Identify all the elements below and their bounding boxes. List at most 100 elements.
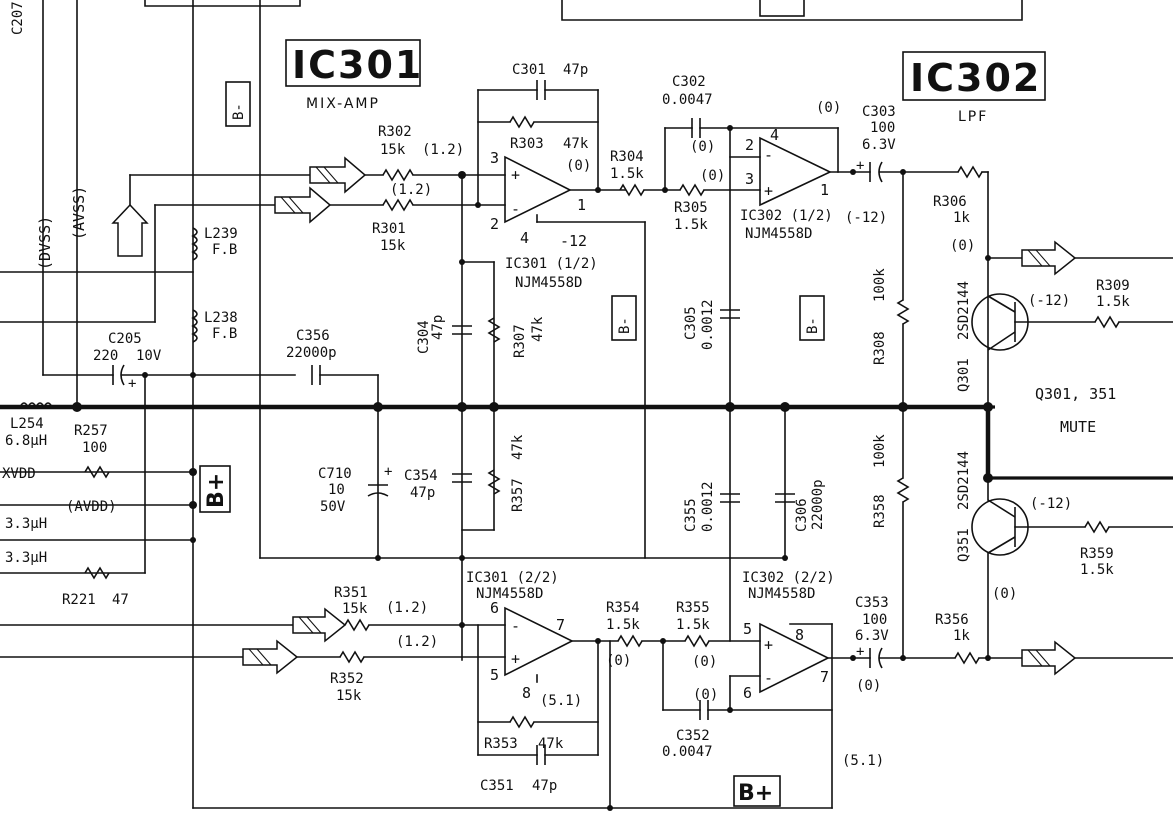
output-arrow-top xyxy=(1021,240,1077,276)
up-arrow-icon xyxy=(111,203,149,257)
svg-text:47: 47 xyxy=(112,592,129,608)
svg-text:(0): (0) xyxy=(700,168,725,184)
svg-text:+: + xyxy=(856,158,864,174)
svg-text:15k: 15k xyxy=(336,688,362,704)
svg-text:-12: -12 xyxy=(560,232,587,250)
svg-text:6.3V: 6.3V xyxy=(855,628,889,644)
svg-text:7: 7 xyxy=(556,616,565,634)
r301-resistor xyxy=(382,198,414,212)
bplus-box-left: B+ xyxy=(199,465,231,513)
svg-text:47k: 47k xyxy=(510,434,526,460)
ic301-title-box xyxy=(285,39,421,87)
r302-resistor xyxy=(382,168,414,182)
svg-text:B+: B+ xyxy=(738,781,773,806)
svg-text:NJM4558D: NJM4558D xyxy=(476,586,543,602)
svg-text:4: 4 xyxy=(520,229,529,247)
ic301-function: MIX-AMP xyxy=(306,96,380,112)
svg-text:R307: R307 xyxy=(512,324,528,358)
svg-text:B+: B+ xyxy=(204,473,229,508)
svg-text:R257: R257 xyxy=(74,423,108,439)
svg-text:R359: R359 xyxy=(1080,546,1114,562)
svg-text:R353: R353 xyxy=(484,736,518,752)
svg-text:R301: R301 xyxy=(372,221,406,237)
svg-text:C356: C356 xyxy=(296,328,330,344)
svg-text:100k: 100k xyxy=(872,434,888,468)
svg-text:C352: C352 xyxy=(676,728,710,744)
svg-text:47k: 47k xyxy=(563,136,589,152)
svg-text:(0): (0) xyxy=(566,158,591,174)
svg-text:-: - xyxy=(764,146,773,164)
svg-text:C304: C304 xyxy=(416,320,432,354)
svg-text:R355: R355 xyxy=(676,600,710,616)
svg-text:F.B: F.B xyxy=(212,326,237,342)
svg-text:100: 100 xyxy=(82,440,107,456)
svg-text:6.8µH: 6.8µH xyxy=(5,433,47,449)
svg-text:100k: 100k xyxy=(872,268,888,302)
svg-text:R302: R302 xyxy=(378,124,412,140)
svg-text:(-12): (-12) xyxy=(845,210,887,226)
svg-text:XVDD: XVDD xyxy=(2,466,36,482)
ic301b-opamp xyxy=(504,606,574,677)
svg-text:C301: C301 xyxy=(512,62,546,78)
svg-text:R357: R357 xyxy=(510,478,526,512)
svg-text:50V: 50V xyxy=(320,499,346,515)
svg-text:(1.2): (1.2) xyxy=(386,600,428,616)
svg-text:1k: 1k xyxy=(953,628,970,644)
svg-text:(5.1): (5.1) xyxy=(842,753,884,769)
top-partial-boxes xyxy=(144,0,1023,21)
svg-text:+: + xyxy=(128,376,136,392)
svg-text:(1.2): (1.2) xyxy=(390,182,432,198)
ic302a-opamp xyxy=(759,136,832,207)
svg-text:C354: C354 xyxy=(404,468,438,484)
mute-text: MUTE xyxy=(1060,418,1096,436)
svg-text:10V: 10V xyxy=(136,348,162,364)
svg-text:R354: R354 xyxy=(606,600,640,616)
svg-text:1k: 1k xyxy=(953,210,970,226)
svg-text:NJM4558D: NJM4558D xyxy=(515,275,582,291)
ic302-title-box xyxy=(902,51,1046,101)
svg-text:2SD2144: 2SD2144 xyxy=(956,281,972,340)
svg-text:15k: 15k xyxy=(380,142,406,158)
svg-text:47p: 47p xyxy=(430,315,446,340)
svg-text:1.5k: 1.5k xyxy=(674,217,708,233)
input-arrow-top1 xyxy=(309,156,367,194)
c207-label: C207 xyxy=(10,1,26,35)
svg-text:-: - xyxy=(511,617,520,635)
svg-text:3: 3 xyxy=(490,149,499,167)
svg-text:0.0047: 0.0047 xyxy=(662,92,713,108)
svg-text:3.3µH: 3.3µH xyxy=(5,550,47,566)
svg-text:6.3V: 6.3V xyxy=(862,137,896,153)
svg-text:100: 100 xyxy=(870,120,895,136)
svg-text:5: 5 xyxy=(743,620,752,638)
svg-text:(0): (0) xyxy=(692,654,717,670)
svg-text:R308: R308 xyxy=(872,331,888,365)
svg-text:1: 1 xyxy=(577,196,586,214)
svg-text:R358: R358 xyxy=(872,494,888,528)
svg-text:220: 220 xyxy=(93,348,118,364)
ic302-function: LPF xyxy=(958,109,988,125)
svg-text:F.B: F.B xyxy=(212,242,237,258)
ground-bus xyxy=(0,404,1173,480)
svg-text:L238: L238 xyxy=(204,310,238,326)
svg-text:B-: B- xyxy=(805,317,821,334)
svg-text:R352: R352 xyxy=(330,671,364,687)
output-arrow-bottom xyxy=(1021,640,1077,676)
svg-text:8: 8 xyxy=(522,684,531,702)
input-arrow-bottom1 xyxy=(292,607,347,643)
svg-text:10: 10 xyxy=(328,482,345,498)
bplus-box-bottom: B+ xyxy=(733,775,781,807)
svg-text:47k: 47k xyxy=(530,316,546,342)
input-arrow-top2 xyxy=(274,186,332,224)
svg-text:C355: C355 xyxy=(683,498,699,532)
svg-text:1.5k: 1.5k xyxy=(1080,562,1114,578)
svg-text:C302: C302 xyxy=(672,74,706,90)
ic301-title: IC301 xyxy=(292,43,423,87)
svg-text:L239: L239 xyxy=(204,226,238,242)
svg-text:+: + xyxy=(764,636,773,654)
svg-text:15k: 15k xyxy=(380,238,406,254)
svg-text:IC301 (2/2): IC301 (2/2) xyxy=(466,570,559,586)
svg-text:C710: C710 xyxy=(318,466,352,482)
svg-text:B-: B- xyxy=(231,103,247,120)
avss-label: (AVSS) xyxy=(70,186,88,240)
svg-text:1.5k: 1.5k xyxy=(676,617,710,633)
